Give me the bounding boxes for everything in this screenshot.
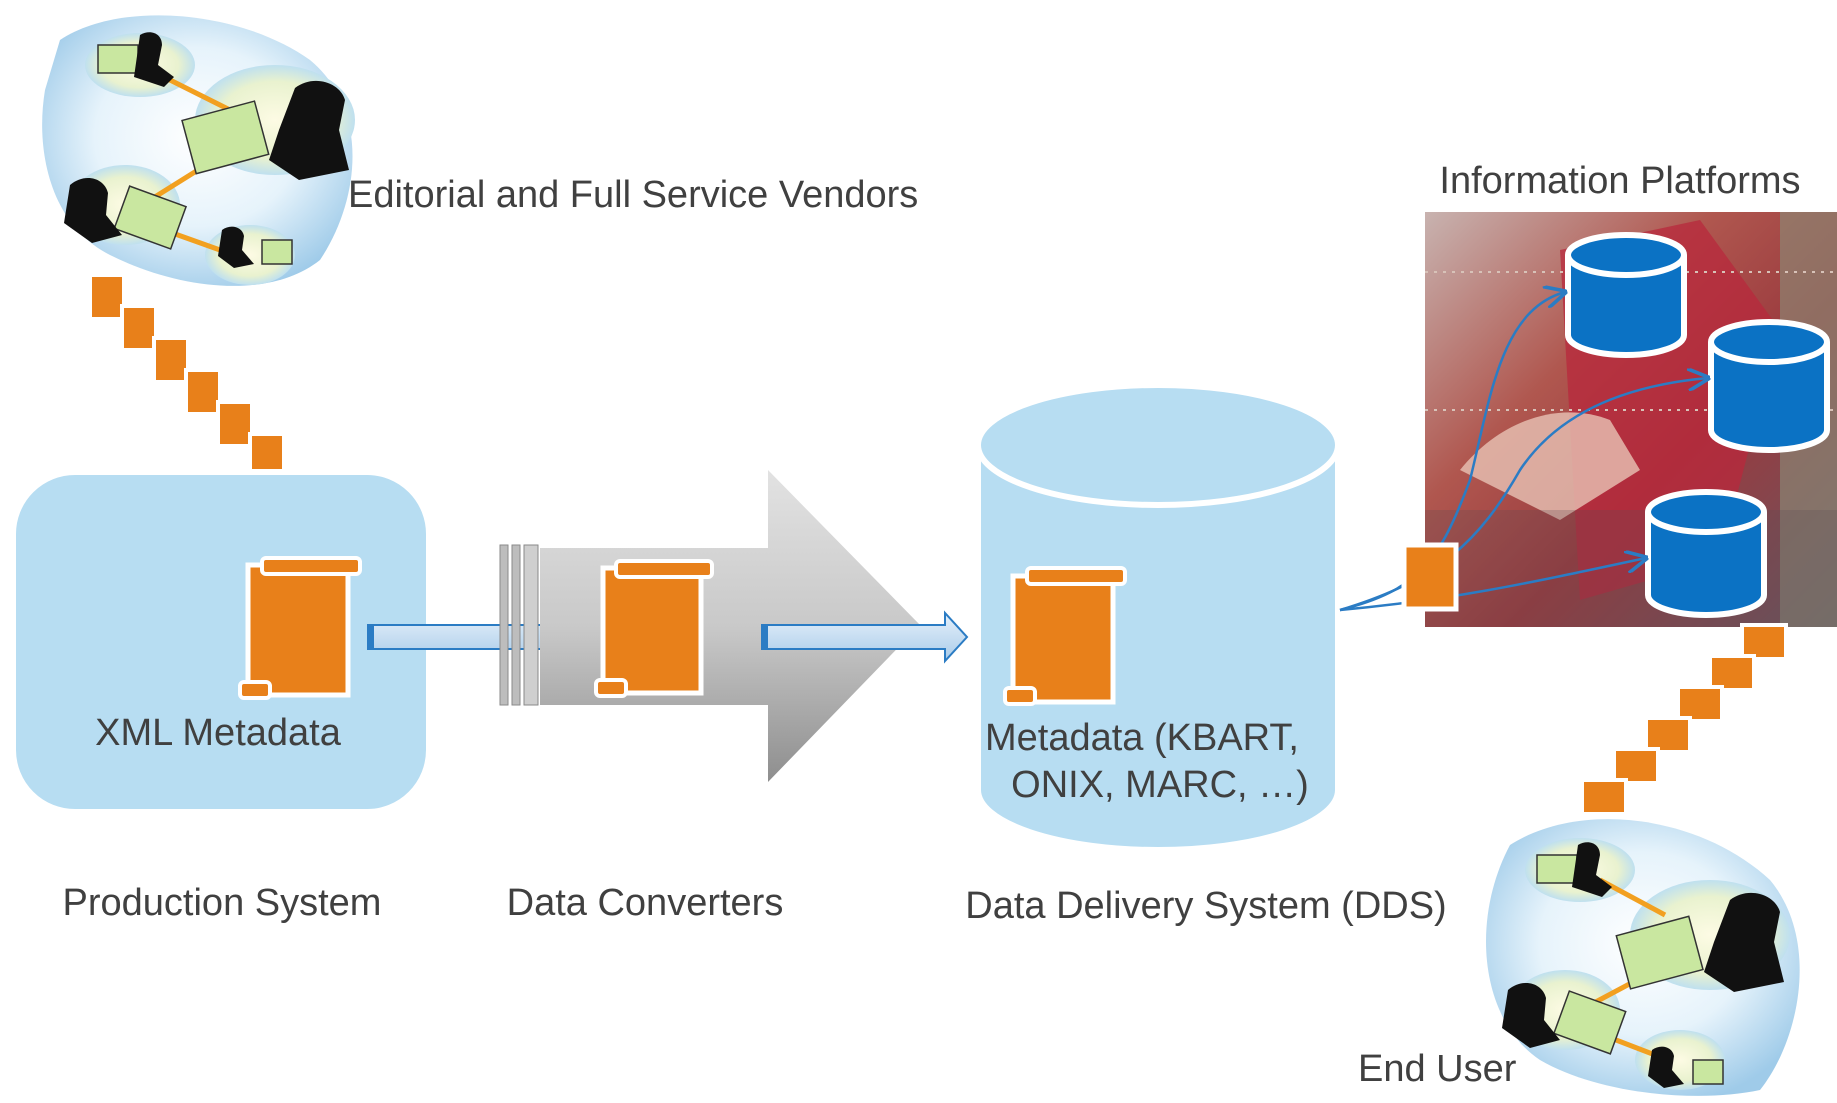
- platform-database-icon-1: [1565, 232, 1687, 358]
- vendor-document-trail: [88, 273, 286, 480]
- dds-document-icon: [1003, 566, 1127, 706]
- production-system-label: Production System: [63, 882, 382, 924]
- xml-metadata-label: XML Metadata: [95, 712, 342, 754]
- vendors-label: Editorial and Full Service Vendors: [348, 174, 918, 216]
- dds-database-cylinder: [975, 382, 1341, 853]
- information-platforms-label: Information Platforms: [1439, 160, 1800, 202]
- metadata-label-line1: Metadata (KBART,: [985, 717, 1299, 759]
- vendors-people-icon: [42, 15, 355, 286]
- metadata-label-line2: ONIX, MARC, …): [1011, 764, 1309, 806]
- data-converters-label: Data Converters: [507, 882, 784, 924]
- end-user-label: End User: [1358, 1048, 1517, 1090]
- platform-database-icon-3: [1645, 489, 1767, 618]
- end-user-document-trail: [1580, 623, 1788, 816]
- end-user-people-icon: [1486, 819, 1800, 1096]
- flow-arrow-to-dds: [761, 610, 969, 664]
- data-converters-arrow: [499, 470, 920, 782]
- dds-outgoing-document-icon: [1401, 542, 1459, 612]
- xml-document-icon: [238, 556, 362, 700]
- platform-database-icon-2: [1708, 319, 1830, 453]
- production-system-box: [10, 469, 432, 815]
- converter-document-icon: [594, 559, 714, 698]
- data-delivery-system-label: Data Delivery System (DDS): [965, 885, 1446, 927]
